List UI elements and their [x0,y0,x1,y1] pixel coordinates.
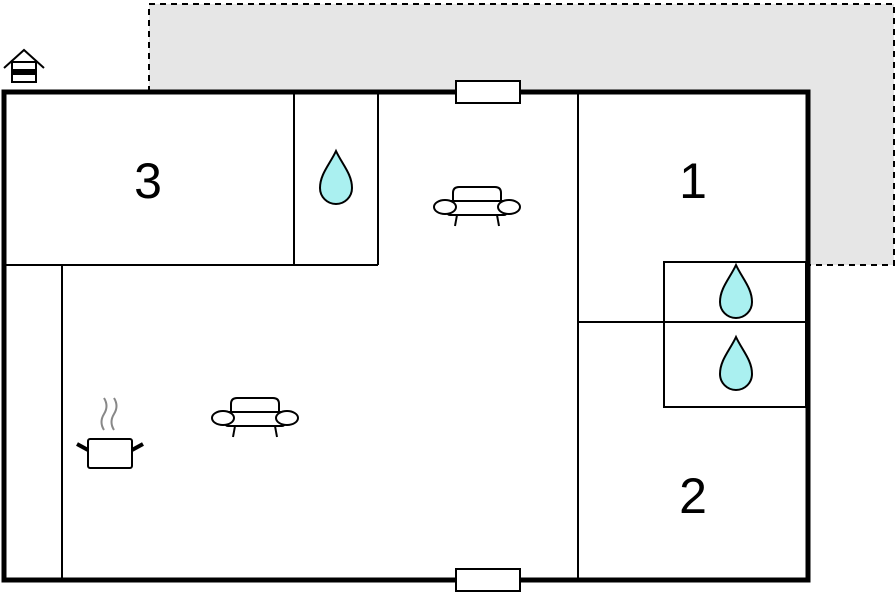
window-icon [455,568,521,592]
interior-walls [4,92,808,580]
water-drop-icon [718,262,754,319]
sofa-icon [211,397,299,438]
water-drop-icon [718,334,754,391]
water-drop-icon [318,148,354,205]
outer-walls [1,89,811,583]
window-icon [455,80,521,104]
room-2-label: 2 [679,468,707,524]
sofa-icon [433,186,521,227]
house-entrance-icon [3,48,45,83]
room-1-label: 1 [679,153,707,209]
cooking-pot-icon [76,397,144,469]
room-3-label: 3 [134,153,162,209]
